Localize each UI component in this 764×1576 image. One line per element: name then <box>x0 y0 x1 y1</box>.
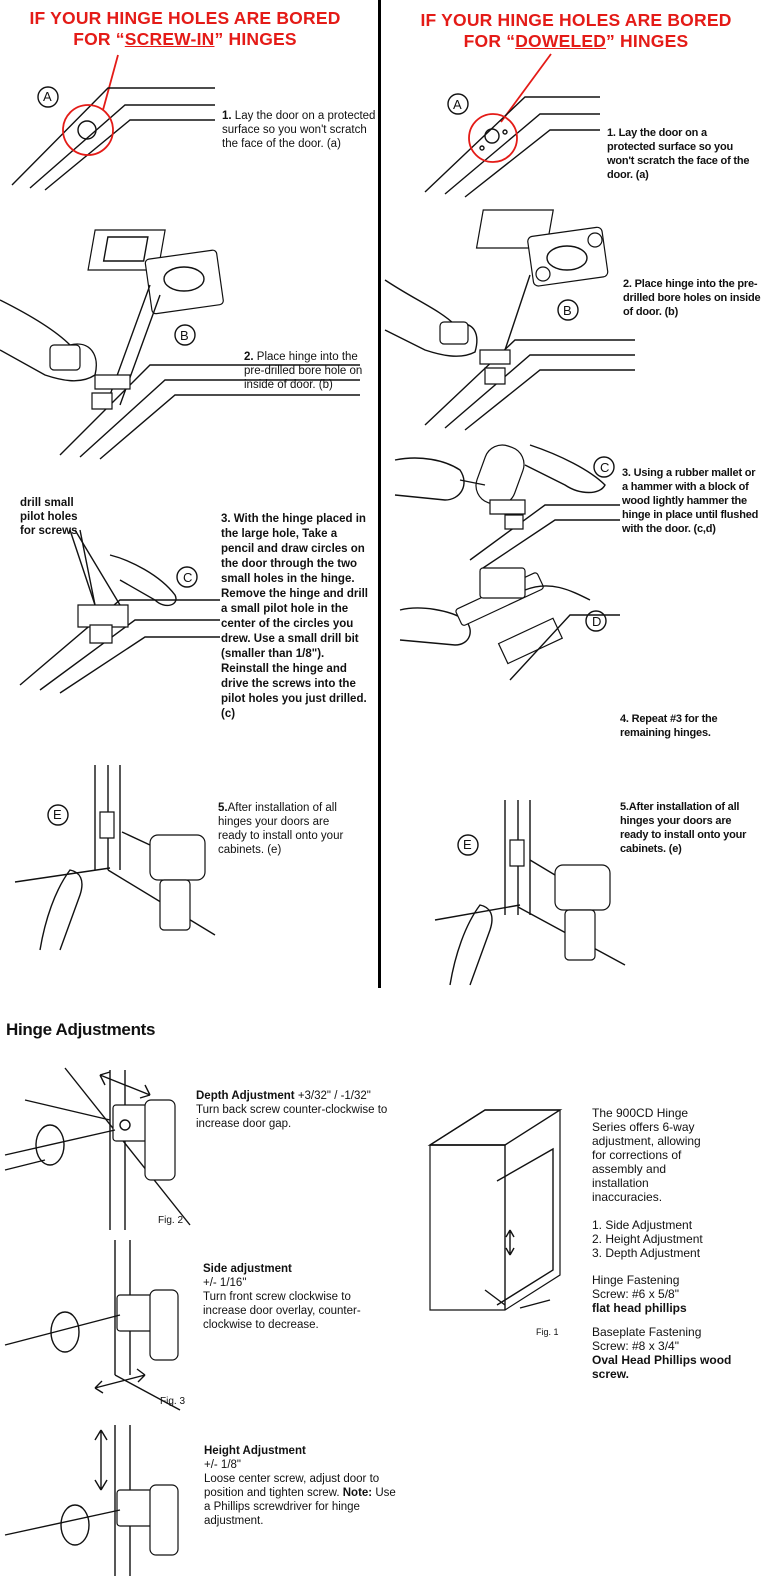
left-step5: 5.After installation of all hinges your … <box>218 802 344 856</box>
right-heading-line2: FOR “DOWELED” HINGES <box>463 31 689 51</box>
left-pilot-hole-illustration <box>0 525 220 695</box>
right-heading: IF YOUR HINGE HOLES ARE BORED FOR “DOWEL… <box>388 10 764 52</box>
left-cabinet-install-illustration <box>0 760 225 950</box>
right-label-e: E <box>463 837 472 852</box>
fig2-label: Fig. 2 <box>158 1215 184 1226</box>
right-label-a: A <box>453 97 462 112</box>
fig3-label: Fig. 3 <box>160 1396 186 1407</box>
right-step4: 4. Repeat #3 for the remaining hinges. <box>620 713 718 739</box>
right-label-c: C <box>600 460 610 475</box>
adjustments-title: Hinge Adjustments <box>6 1020 156 1039</box>
adjustment-list-item: 3. Depth Adjustment <box>592 1246 701 1260</box>
height-adjustment-text: Height Adjustment +/- 1/8" Loose center … <box>204 1445 396 1527</box>
depth-adjustment-text: Depth Adjustment +3/32" / -1/32" Turn ba… <box>196 1090 388 1130</box>
right-hinge-placement-illustration <box>385 200 635 430</box>
height-adjustment-illustration <box>5 1420 195 1576</box>
left-step1: 1. Lay the door on a protected surface s… <box>222 110 376 150</box>
left-door-illustration-a <box>0 50 370 200</box>
right-step3: 3. Using a rubber mallet or a hammer wit… <box>622 467 759 535</box>
series-description: The 900CD Hinge Series offers 6-way adju… <box>592 1106 701 1204</box>
left-step3: 3. With the hinge placed in the large ho… <box>221 513 368 720</box>
side-adjustment-illustration <box>5 1235 195 1410</box>
left-label-a: A <box>43 89 52 104</box>
right-label-d: D <box>592 614 602 629</box>
right-step5: 5.After installation of all hinges your … <box>620 801 747 855</box>
baseplate-fastening: Baseplate Fastening Screw: #8 x 3/4" Ova… <box>592 1325 732 1381</box>
fig1-label: Fig. 1 <box>536 1327 559 1337</box>
left-step2: 2. Place hinge into the pre-drilled bore… <box>244 351 363 391</box>
hinge-fastening: Hinge Fastening Screw: #6 x 5/8" flat he… <box>592 1273 687 1315</box>
adjustment-list-item: 1. Side Adjustment <box>592 1218 693 1232</box>
left-heading: IF YOUR HINGE HOLES ARE BORED FOR “SCREW… <box>0 8 370 50</box>
right-heading-line1: IF YOUR HINGE HOLES ARE BORED <box>420 10 732 30</box>
left-label-b: B <box>180 328 189 343</box>
right-step2: 2. Place hinge into the pre-drilled bore… <box>623 278 761 318</box>
right-step1: 1. Lay the door on a protected surface s… <box>607 127 750 181</box>
depth-adjustment-illustration <box>5 1060 195 1230</box>
cabinet-fig1-illustration <box>425 1105 575 1335</box>
adjustment-list-item: 2. Height Adjustment <box>592 1232 703 1246</box>
right-mallet-illustration <box>390 440 620 680</box>
right-label-b: B <box>563 303 572 318</box>
adjustment-list: 1. Side Adjustment 2. Height Adjustment … <box>592 1218 732 1260</box>
left-heading-line1: IF YOUR HINGE HOLES ARE BORED <box>29 8 341 28</box>
left-label-c: C <box>183 570 193 585</box>
left-heading-line2: FOR “SCREW-IN” HINGES <box>73 29 297 49</box>
left-label-e: E <box>53 807 62 822</box>
side-adjustment-text: Side adjustment +/- 1/16" Turn front scr… <box>203 1263 361 1331</box>
left-pilot-label: drill small pilot holes for screws <box>20 497 78 537</box>
right-cabinet-install-illustration <box>430 795 660 985</box>
left-hinge-placement-illustration <box>0 225 370 465</box>
column-divider <box>378 0 381 988</box>
right-door-illustration-a <box>385 52 755 202</box>
